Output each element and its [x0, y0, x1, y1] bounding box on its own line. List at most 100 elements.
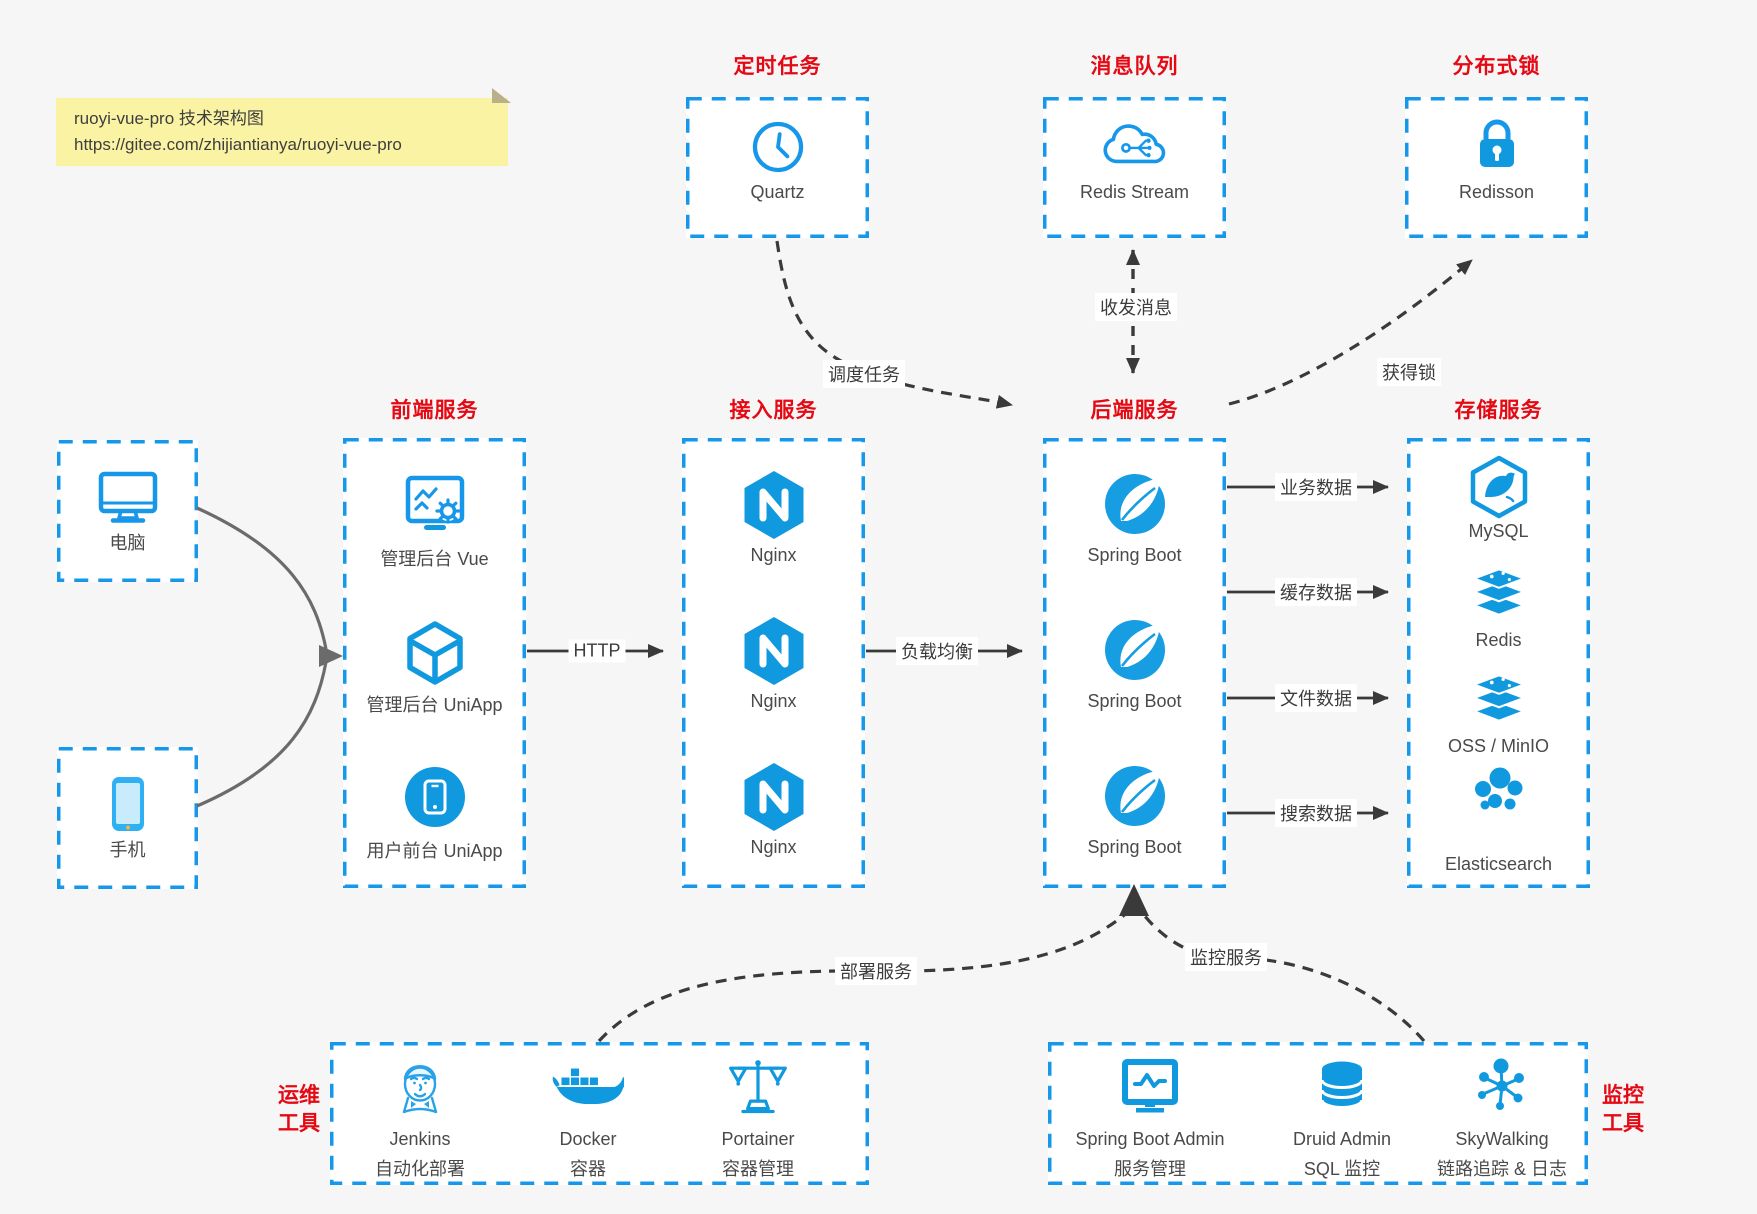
pc-client-box: 电脑: [57, 440, 198, 582]
tool-desc: 服务管理: [1114, 1159, 1186, 1179]
mobile-icon: [104, 775, 152, 833]
frontend-services-box: 管理后台 Vue 管理后台 UniApp 用户前台 UniApp: [343, 438, 526, 888]
item-label: Redis: [1475, 630, 1522, 650]
edge-pc-to-frontend: [196, 506, 328, 650]
spring-boot-icon: [1103, 619, 1166, 681]
tool-item-docker: Docker 容器: [503, 1056, 673, 1179]
edge-label-http: HTTP: [568, 639, 626, 663]
tool-item-portainer: Portainer 容器管理: [673, 1056, 843, 1179]
item-label: Nginx: [750, 545, 797, 565]
edge-mobile-to-frontend: [196, 661, 328, 808]
druid-icon: [1316, 1058, 1368, 1114]
sticky-note: ruoyi-vue-pro 技术架构图 https://gitee.com/zh…: [56, 88, 511, 166]
item-label: Nginx: [750, 691, 797, 711]
ops-tools-title: 运维 工具: [240, 1082, 320, 1138]
spring-boot-admin-icon: [1119, 1058, 1181, 1116]
backend-services-box: Spring Boot Spring Boot Spring Boot: [1043, 438, 1226, 888]
tool-desc: 链路追踪 & 日志: [1436, 1159, 1567, 1179]
note-fold: [492, 88, 511, 103]
redisson-box: Redisson: [1405, 97, 1588, 238]
docker-icon: [552, 1060, 624, 1114]
gateway-services-box: Nginx Nginx Nginx: [682, 438, 865, 888]
item-label: 用户前台 UniApp: [366, 841, 503, 861]
portainer-icon: [726, 1056, 790, 1118]
edge-label-cache-data: 缓存数据: [1275, 578, 1357, 606]
edge-label-file-data: 文件数据: [1275, 684, 1357, 712]
nginx-icon: [741, 471, 807, 539]
edge-label-load-balance: 负载均衡: [896, 637, 978, 665]
tool-name: SkyWalking: [1455, 1129, 1549, 1149]
monitor-tools-title: 监控 工具: [1602, 1082, 1682, 1138]
edge-label-search-data: 搜索数据: [1275, 799, 1357, 827]
group-title-message-queue: 消息队列: [1090, 55, 1179, 78]
edge-label-business-data: 业务数据: [1275, 473, 1357, 501]
tool-name: Spring Boot Admin: [1075, 1129, 1225, 1149]
redis-icon: [1468, 566, 1530, 620]
tool-name: Portainer: [721, 1129, 795, 1149]
edge-label-lock: 获得锁: [1377, 358, 1441, 386]
object-storage-icon: [1468, 672, 1530, 726]
jenkins-icon: [390, 1056, 450, 1118]
tool-desc: 容器: [570, 1159, 606, 1179]
tool-desc: 容器管理: [722, 1159, 794, 1179]
item-label: OSS / MinIO: [1447, 736, 1550, 756]
item-label: 手机: [109, 840, 146, 860]
ops-tools-title-line1: 运维: [278, 1084, 320, 1107]
edge-label-monitor: 监控服务: [1185, 943, 1267, 971]
item-label: Quartz: [750, 182, 805, 202]
storage-services-box: MySQL Redis OSS / MinIO Elasticsearch: [1407, 438, 1590, 888]
group-title-storage: 存储服务: [1454, 399, 1543, 422]
quartz-box: Quartz: [686, 97, 869, 238]
tool-item-jenkins: Jenkins 自动化部署: [335, 1056, 505, 1179]
group-title-distributed-lock: 分布式锁: [1452, 55, 1541, 78]
mobile-client-box: 手机: [57, 747, 198, 889]
ops-tools-title-line2: 工具: [278, 1112, 320, 1135]
redis-stream-box: Redis Stream: [1043, 97, 1226, 238]
clock-icon: [749, 118, 807, 176]
spring-boot-icon: [1103, 765, 1166, 827]
item-label: MySQL: [1468, 521, 1529, 541]
item-label: Redisson: [1458, 182, 1535, 202]
item-label: Spring Boot: [1087, 691, 1182, 711]
item-label: Elasticsearch: [1444, 854, 1553, 874]
tool-item-spring-boot-admin: Spring Boot Admin 服务管理: [1045, 1056, 1255, 1179]
group-title-frontend: 前端服务: [390, 399, 479, 422]
desktop-icon: [96, 467, 160, 527]
monitor-tools-box: Spring Boot Admin 服务管理 Druid Admin SQL 监…: [1048, 1042, 1588, 1185]
tool-name: Docker: [559, 1129, 617, 1149]
mysql-icon: [1467, 455, 1531, 519]
monitor-tools-title-line1: 监控: [1602, 1084, 1644, 1107]
uniapp-cube-icon: [404, 620, 466, 686]
note-title: ruoyi-vue-pro 技术架构图: [74, 109, 264, 128]
item-label: Spring Boot: [1087, 837, 1182, 857]
item-label: 管理后台 UniApp: [366, 695, 503, 715]
monitor-tools-title-line2: 工具: [1602, 1112, 1644, 1135]
item-label: 电脑: [109, 533, 146, 553]
nginx-icon: [741, 763, 807, 831]
item-label: 管理后台 Vue: [380, 549, 489, 569]
edge-label-message: 收发消息: [1095, 293, 1177, 321]
ops-tools-box: Jenkins 自动化部署 Docker 容器 Portainer 容器管理: [330, 1042, 869, 1185]
item-label: Redis Stream: [1079, 182, 1190, 202]
group-title-gateway: 接入服务: [729, 399, 818, 422]
admin-vue-icon: [401, 472, 469, 536]
spring-boot-icon: [1103, 473, 1166, 535]
edge-monitor-service: [1138, 909, 1426, 1043]
item-label: Nginx: [750, 837, 797, 857]
nginx-icon: [741, 617, 807, 685]
edge-label-schedule: 调度任务: [823, 360, 905, 388]
item-label: Spring Boot: [1087, 545, 1182, 565]
note-url: https://gitee.com/zhijiantianya/ruoyi-vu…: [74, 135, 402, 154]
skywalking-icon: [1472, 1056, 1532, 1116]
client-arrowhead: [319, 645, 343, 667]
tool-name: Jenkins: [389, 1129, 451, 1149]
elasticsearch-icon: [1468, 761, 1530, 823]
edge-label-deploy: 部署服务: [835, 957, 917, 985]
user-app-icon: [404, 766, 466, 828]
tool-desc: 自动化部署: [375, 1159, 465, 1179]
tool-item-skywalking: SkyWalking 链路追踪 & 日志: [1397, 1056, 1607, 1179]
group-title-scheduled-task: 定时任务: [733, 55, 822, 78]
deploy-monitor-arrowhead: [1119, 884, 1149, 916]
group-title-backend: 后端服务: [1090, 399, 1179, 422]
